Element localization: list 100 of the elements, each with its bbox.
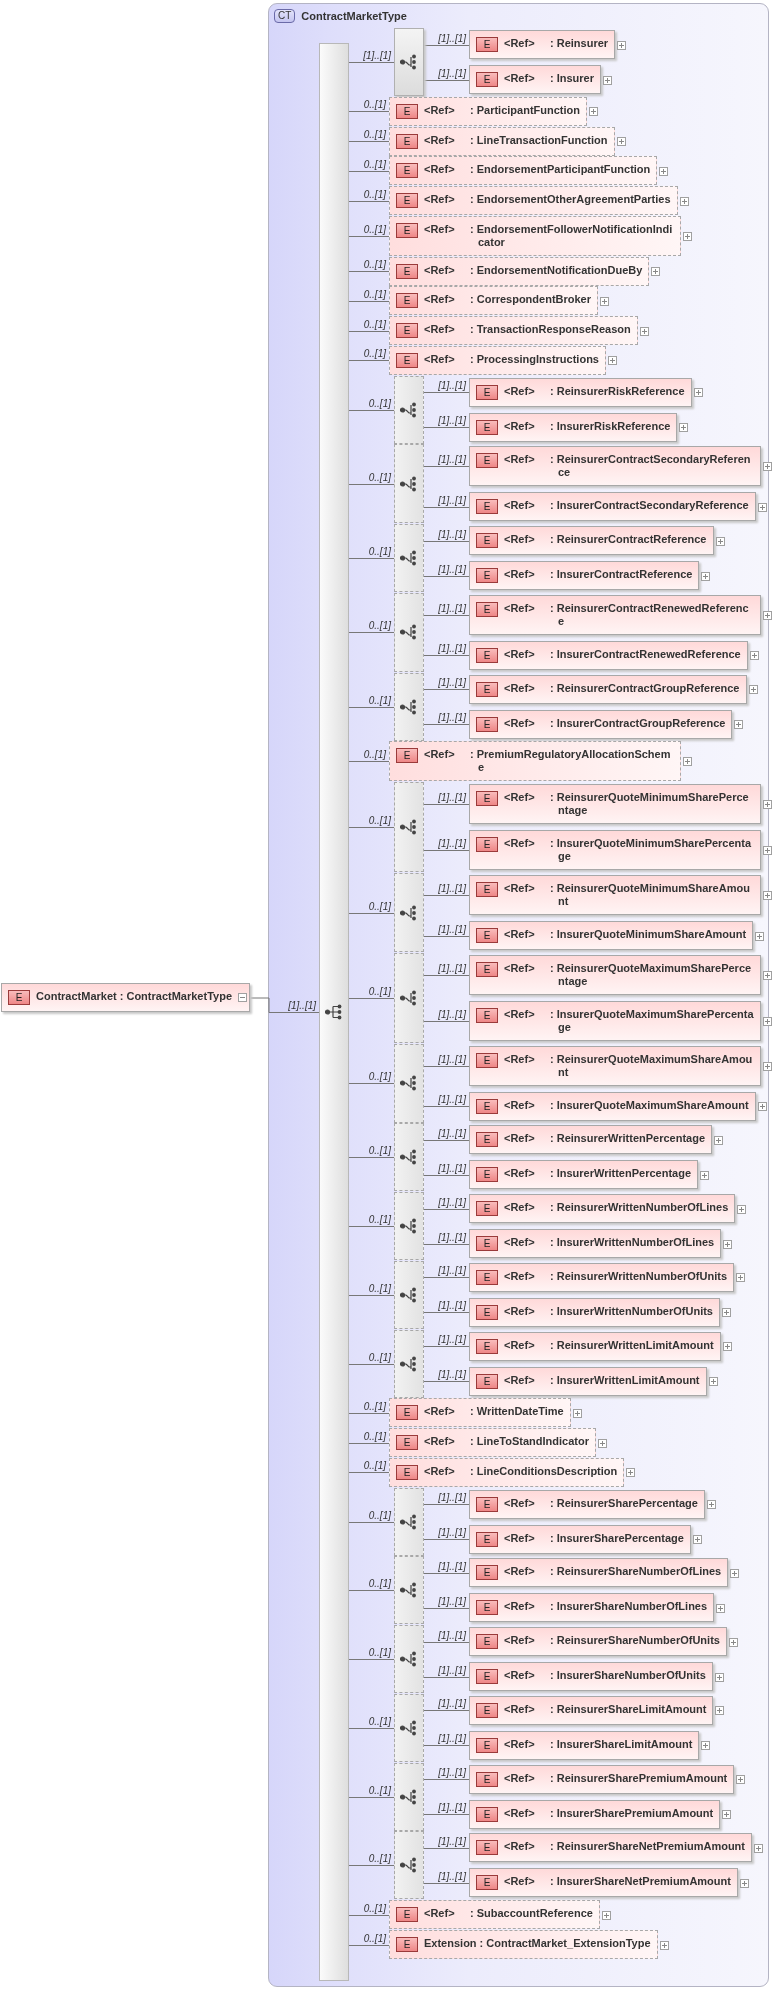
connector-line [423, 1312, 470, 1313]
element-box [469, 1331, 721, 1361]
ref-label: <Ref> [504, 1840, 536, 1854]
connector-line [423, 1848, 470, 1849]
connector-line [348, 761, 390, 762]
connector-line [348, 484, 395, 485]
multiplicity-label: [1]..[1] [437, 1801, 466, 1813]
ref-label: <Ref> [504, 533, 536, 547]
element-name: : EndorsementFollowerNotificationIndicator [470, 222, 674, 249]
ref-label: <Ref> [504, 961, 536, 975]
connector-line [423, 1642, 470, 1643]
element-badge: E [476, 928, 498, 943]
element-name: : InsurerContractRenewedReference [550, 647, 741, 661]
element-box [389, 1900, 600, 1930]
connector-line [348, 1865, 395, 1866]
connector-line [423, 427, 470, 428]
element-name: : ReinsurerQuoteMinimumSharePercentage [550, 791, 750, 818]
connector-line [423, 1066, 470, 1067]
element-box [469, 1229, 722, 1259]
element-name: : InsurerSharePercentage [550, 1531, 684, 1545]
multiplicity-label: 0..[1] [367, 900, 391, 912]
ref-label: <Ref> [504, 1052, 536, 1066]
element-box [469, 1627, 727, 1657]
multiplicity-label: 0..[1] [367, 1144, 391, 1156]
element-name: : InsurerShareLimitAmount [550, 1737, 693, 1751]
element-name: : TransactionResponseReason [470, 323, 631, 337]
ref-label: <Ref> [504, 882, 536, 895]
connector-line [348, 1915, 390, 1916]
element-box [389, 1930, 658, 1959]
element-name: : ReinsurerContractRenewedReference [550, 601, 750, 628]
element-badge: E [476, 647, 498, 663]
multiplicity-label: [1]..[1] [437, 1870, 466, 1882]
multiplicity-label: [1]..[1] [437, 791, 466, 803]
multiplicity-label: [1]..[1] [437, 1196, 466, 1208]
ref-label: <Ref> [504, 1737, 536, 1751]
ref-label: <Ref> [504, 419, 536, 433]
ref-label: <Ref> [504, 1236, 536, 1250]
element-box [389, 186, 678, 216]
element-box [469, 1194, 736, 1224]
ref-label: <Ref> [504, 716, 536, 730]
connector-line [423, 936, 470, 937]
connector-line [423, 895, 470, 896]
element-badge: E [396, 323, 418, 339]
multiplicity-label: 0..[1] [367, 1715, 391, 1727]
element-badge: E [476, 1806, 498, 1822]
element-badge: E [396, 1464, 418, 1480]
choice-box [394, 672, 424, 741]
connector-line [423, 1277, 470, 1278]
element-badge: E [476, 1875, 498, 1891]
connector-line [348, 1522, 395, 1523]
element-box [469, 640, 748, 670]
choice-box [394, 952, 424, 1043]
element-name: : CorrespondentBroker [470, 293, 592, 307]
multiplicity-label: [1]..[1] [437, 453, 466, 465]
element-badge: E [476, 1737, 498, 1753]
element-box [469, 1593, 715, 1623]
element-name: : ReinsurerShareNetPremiumAmount [550, 1840, 745, 1854]
element-box [389, 156, 658, 186]
element-name: : ReinsurerQuoteMaximumShareAmount [550, 1052, 754, 1079]
connector-line [348, 410, 395, 411]
multiplicity-label: 0..[1] [367, 1577, 391, 1589]
element-name: : InsurerWrittenNumberOfUnits [550, 1304, 713, 1318]
multiplicity-label: [1]..[1] [437, 1299, 466, 1311]
choice-box [394, 592, 424, 672]
element-name: : ReinsurerRiskReference [550, 384, 685, 398]
multiplicity-label: 0..[1] [362, 1430, 386, 1442]
element-badge: E [476, 72, 498, 87]
multiplicity-label: [1]..[1] [437, 1368, 466, 1380]
element-badge: E [476, 1565, 498, 1581]
multiplicity-label: 0..[1] [362, 1902, 386, 1914]
choice-box [394, 873, 424, 952]
element-box [389, 1398, 571, 1428]
connector-line [423, 576, 470, 577]
connector-line [348, 1157, 395, 1158]
element-name: : ReinsurerWrittenNumberOfLines [550, 1201, 729, 1215]
connector-line [423, 655, 470, 656]
multiplicity-label: 0..[1] [362, 258, 386, 270]
ref-label: <Ref> [424, 1907, 456, 1921]
connector-line [348, 1413, 390, 1414]
multiplicity-label: [1]..[1] [437, 528, 466, 540]
element-box [469, 492, 756, 522]
ref-label: <Ref> [504, 681, 536, 695]
connector-line [348, 1083, 395, 1084]
element-badge: E [396, 1405, 418, 1421]
element-badge: E [476, 1052, 498, 1068]
ref-label: <Ref> [504, 1373, 536, 1387]
element-name: Extension : ContractMarket_ExtensionType [424, 1937, 651, 1950]
multiplicity-label: 0..[1] [367, 1852, 391, 1864]
element-badge: E [476, 882, 498, 897]
ref-label: <Ref> [504, 568, 536, 582]
element-box [389, 286, 599, 316]
element-badge: E [476, 1634, 498, 1650]
element-name: : InsurerShareNumberOfUnits [550, 1669, 706, 1683]
element-name: : InsurerWrittenNumberOfLines [550, 1236, 715, 1250]
choice-box [394, 1487, 424, 1556]
choice-box [394, 28, 424, 96]
connector-line [348, 62, 395, 63]
element-badge: E [396, 1937, 418, 1952]
connector-line [423, 1539, 470, 1540]
element-badge: E [476, 1236, 498, 1252]
